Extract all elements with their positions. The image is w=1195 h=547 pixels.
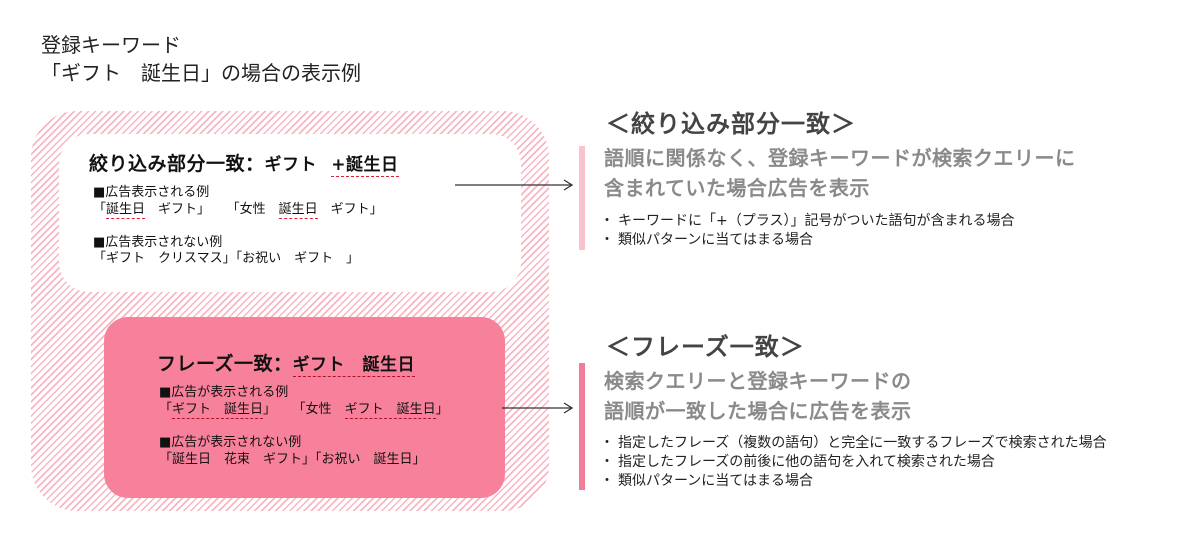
- phrase-description: 検索クエリーと登録キーワードの 語順が一致した場合に広告を表示: [604, 366, 912, 426]
- broad-shown-ex1-rest: ギフト」: [145, 202, 211, 217]
- list-item: ・類似パターンに当てはまる場合: [600, 231, 1014, 250]
- bracket: 「: [93, 202, 107, 217]
- bullet-text: 指定したフレーズの前後に他の語句を入れて検索された場合: [618, 454, 995, 470]
- broad-arrow-icon: [455, 179, 574, 191]
- bullet-dot: ・: [600, 435, 614, 451]
- broad-title-label: 絞り込み部分一致：: [89, 153, 265, 175]
- phrase-match-panel: [104, 317, 505, 498]
- broad-desc-line-1: 語順に関係なく、登録キーワードが検索クエリーに: [604, 146, 1076, 170]
- broad-shown-ex2-rest: ギフト」: [317, 202, 383, 217]
- phrase-notshown-examples: 「誕生日 花束 ギフト」「お祝い 誕生日」: [159, 452, 426, 467]
- phrase-heading: ＜フレーズ一致＞: [606, 333, 805, 361]
- bullet-text: 指定したフレーズ（複数の語句）と完全に一致するフレーズで検索された場合: [618, 435, 1107, 451]
- phrase-title-label: フレーズ一致：: [157, 353, 293, 375]
- list-item: ・キーワードに「+（プラス）」記号がついた語句が含まれる場合: [600, 212, 1014, 231]
- bullet-dot: ・: [600, 473, 614, 489]
- bullet-dot: ・: [600, 454, 614, 470]
- title-line-2: 「ギフト 誕生日」の場合の表示例: [41, 61, 361, 85]
- broad-shown-examples: 「誕生日 ギフト」 「女性 誕生日 ギフト」: [93, 201, 383, 219]
- broad-heading: ＜絞り込み部分一致＞: [606, 110, 856, 138]
- broad-keyword-2: +誕生日: [331, 155, 399, 177]
- bracket: 」: [435, 402, 449, 417]
- phrase-accent-bar: [579, 363, 585, 490]
- list-item: ・類似パターンに当てはまる場合: [600, 472, 1107, 491]
- broad-panel-title: 絞り込み部分一致：ギフト +誕生日: [89, 149, 399, 177]
- broad-shown-header: ■広告表示される例: [93, 185, 210, 200]
- broad-shown-ex1-keyword: 誕生日: [106, 202, 146, 219]
- page-title: 登録キーワード 「ギフト 誕生日」の場合の表示例: [41, 31, 361, 87]
- broad-description: 語順に関係なく、登録キーワードが検索クエリーに 含まれていた場合広告を表示: [604, 143, 1076, 203]
- broad-bullet-list: ・キーワードに「+（プラス）」記号がついた語句が含まれる場合 ・類似パターンに当…: [600, 212, 1014, 250]
- broad-shown-ex2-open: 「女性: [226, 202, 279, 217]
- phrase-shown-ex2-open: 「女性: [292, 402, 345, 417]
- bullet-text: キーワードに「+（プラス）」記号がついた語句が含まれる場合: [618, 213, 1015, 229]
- phrase-desc-line-2: 語順が一致した場合に広告を表示: [604, 399, 912, 423]
- bullet-text: 類似パターンに当てはまる場合: [618, 473, 814, 489]
- phrase-shown-ex1-keyword: ギフト 誕生日: [172, 402, 264, 419]
- phrase-shown-header: ■広告が表示される例: [159, 385, 289, 400]
- phrase-bullet-list: ・指定したフレーズ（複数の語句）と完全に一致するフレーズで検索された場合 ・指定…: [600, 434, 1107, 491]
- bullet-dot: ・: [600, 232, 614, 248]
- title-line-1: 登録キーワード: [41, 33, 181, 57]
- phrase-keyword: ギフト 誕生日: [292, 355, 416, 377]
- phrase-desc-line-1: 検索クエリーと登録キーワードの: [604, 369, 912, 393]
- broad-keyword-1: ギフト: [264, 155, 318, 175]
- broad-notshown-header: ■広告表示されない例: [93, 235, 223, 250]
- bracket: 「: [159, 402, 173, 417]
- bullet-text: 類似パターンに当てはまる場合: [618, 232, 814, 248]
- list-item: ・指定したフレーズ（複数の語句）と完全に一致するフレーズで検索された場合: [600, 434, 1107, 453]
- broad-accent-bar: [579, 146, 585, 250]
- phrase-shown-ex2-keyword: ギフト 誕生日: [344, 402, 436, 419]
- bracket: 」: [263, 402, 277, 417]
- broad-desc-line-2: 含まれていた場合広告を表示: [604, 176, 870, 200]
- phrase-notshown-header: ■広告が表示されない例: [159, 435, 302, 450]
- broad-shown-ex2-keyword: 誕生日: [278, 202, 318, 219]
- list-item: ・指定したフレーズの前後に他の語句を入れて検索された場合: [600, 453, 1107, 472]
- phrase-panel-title: フレーズ一致：ギフト 誕生日: [157, 349, 416, 377]
- broad-notshown-examples: 「ギフト クリスマス」「お祝い ギフト 」: [93, 251, 360, 266]
- broad-match-panel: [59, 134, 521, 292]
- phrase-shown-examples: 「ギフト 誕生日」 「女性 ギフト 誕生日」: [159, 401, 449, 419]
- phrase-arrow-icon: [502, 402, 574, 414]
- bullet-dot: ・: [600, 213, 614, 229]
